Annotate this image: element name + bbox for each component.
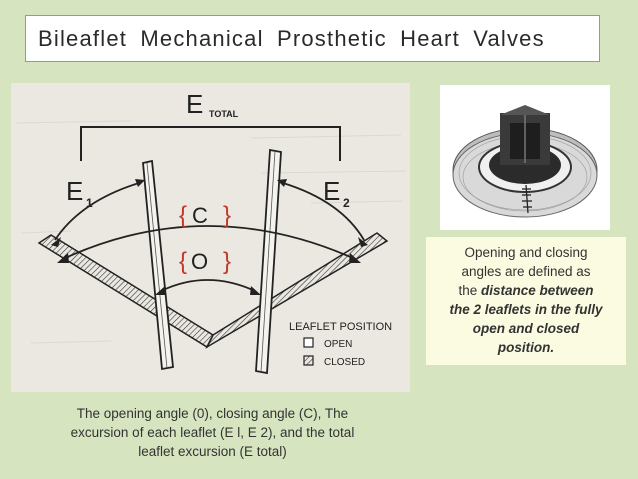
e-total-bracket — [80, 126, 341, 161]
e-total-label: E — [186, 89, 203, 119]
e1-subscript: 1 — [86, 196, 93, 210]
legend-closed-swatch — [303, 355, 314, 366]
caption-line-1: The opening angle (0), closing angle (C)… — [76, 406, 349, 421]
diagram-caption: The opening angle (0), closing angle (C)… — [15, 404, 410, 461]
caption-line-3: leaflet excursion (E total) — [138, 444, 287, 459]
e-total-subscript: TOTAL — [209, 109, 239, 119]
leaflet-excursion-diagram: E TOTAL E 1 E 2 — [11, 83, 410, 392]
definition-line-5: open and closed — [472, 321, 580, 336]
open-leaflet-right — [255, 148, 282, 375]
closing-angle-label: C — [192, 203, 208, 228]
e2-label: E — [323, 176, 340, 206]
definition-line-1: Opening and closing — [464, 245, 588, 260]
legend-open-label: OPEN — [324, 339, 352, 350]
opening-angle-arc — [160, 279, 256, 292]
open-leaflet-left — [142, 159, 174, 371]
closing-angle-arc — [62, 225, 356, 260]
legend-open-swatch — [303, 337, 314, 348]
definition-line-4: the 2 leaflets in the fully — [449, 302, 603, 317]
closing-left-brace: { — [179, 202, 187, 229]
definition-box: Opening and closing angles are defined a… — [426, 237, 626, 365]
e2-subscript: 2 — [343, 196, 350, 210]
definition-line-6: position. — [497, 340, 555, 355]
legend-title: LEAFLET POSITION — [289, 321, 392, 333]
slide-title: Bileaflet Mechanical Prosthetic Heart Va… — [25, 15, 600, 62]
closing-right-brace: } — [223, 202, 231, 229]
opening-right-brace: } — [223, 248, 231, 275]
e1-label: E — [66, 176, 83, 206]
definition-line-2: angles are defined as — [461, 264, 591, 279]
e2-arc — [282, 182, 365, 241]
opening-angle-label: O — [191, 249, 208, 274]
closed-leaflet-right — [205, 232, 389, 349]
opening-left-brace: { — [179, 248, 187, 275]
e1-arc — [54, 182, 140, 241]
caption-line-2: excursion of each leaflet (E l, E 2), an… — [70, 425, 355, 440]
valve-photo — [440, 85, 610, 230]
leaflet-position-legend: LEAFLET POSITION OPEN CLOSED — [289, 321, 392, 368]
legend-closed-label: CLOSED — [324, 357, 365, 368]
definition-line-3: the distance between — [458, 283, 594, 298]
